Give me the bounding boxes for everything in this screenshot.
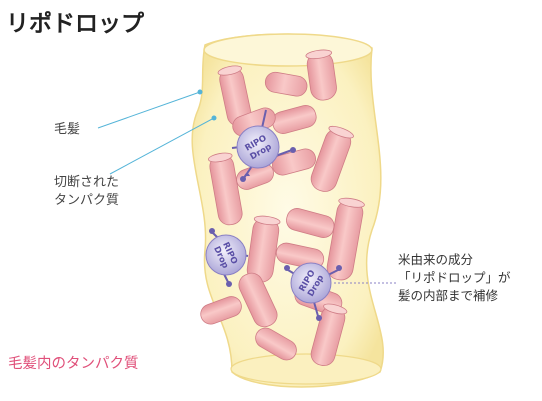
label-ingredient: 米由来の成分 「リポドロップ」が 髪の内部まで補修 — [398, 251, 511, 305]
protein-fiber — [238, 272, 278, 328]
label-ingredient-line3: 髪の内部まで補修 — [398, 288, 499, 303]
ripo-drop-3: RIPODrop — [284, 262, 342, 321]
hair-top-cross-section — [203, 33, 373, 67]
ripo-drop-molecules: RIPODrop RIPODrop RIPODrop — [205, 109, 342, 321]
protein-fiber — [246, 215, 281, 283]
protein-fiber — [326, 197, 365, 281]
hair-bottom-cross-section — [230, 353, 382, 385]
protein-fiber — [217, 65, 252, 127]
label-ingredient-line1: 米由来の成分 — [398, 252, 474, 267]
label-hair: 毛髪 — [54, 122, 81, 137]
label-ingredient-line2: 「リポドロップ」が — [398, 270, 511, 285]
protein-fiber — [272, 105, 317, 134]
label-cut-protein-line2: タンパク質 — [54, 193, 120, 208]
label-cut-protein-line1: 切断された — [54, 175, 120, 190]
protein-fiber — [264, 71, 308, 97]
protein-fiber — [255, 327, 297, 361]
protein-fiber — [310, 303, 348, 367]
leader-lines — [97, 89, 396, 284]
protein-fiber — [200, 296, 242, 325]
page-title: リポドロップ — [6, 11, 144, 37]
leader-line-cut-protein — [109, 117, 215, 175]
ripo-drop-1: RIPODrop — [231, 109, 296, 182]
label-cut-protein: 切断された タンパク質 — [54, 174, 119, 210]
protein-fiber — [305, 49, 337, 101]
protein-fiber — [208, 152, 243, 226]
protein-fiber — [275, 242, 325, 270]
protein-fibers — [200, 49, 365, 367]
protein-fiber — [310, 125, 354, 192]
caption-protein-in-hair: 毛髪内のタンパク質 — [8, 356, 139, 372]
leader-line-hair — [97, 91, 201, 129]
ripo-drop-2: RIPODrop — [205, 228, 249, 287]
